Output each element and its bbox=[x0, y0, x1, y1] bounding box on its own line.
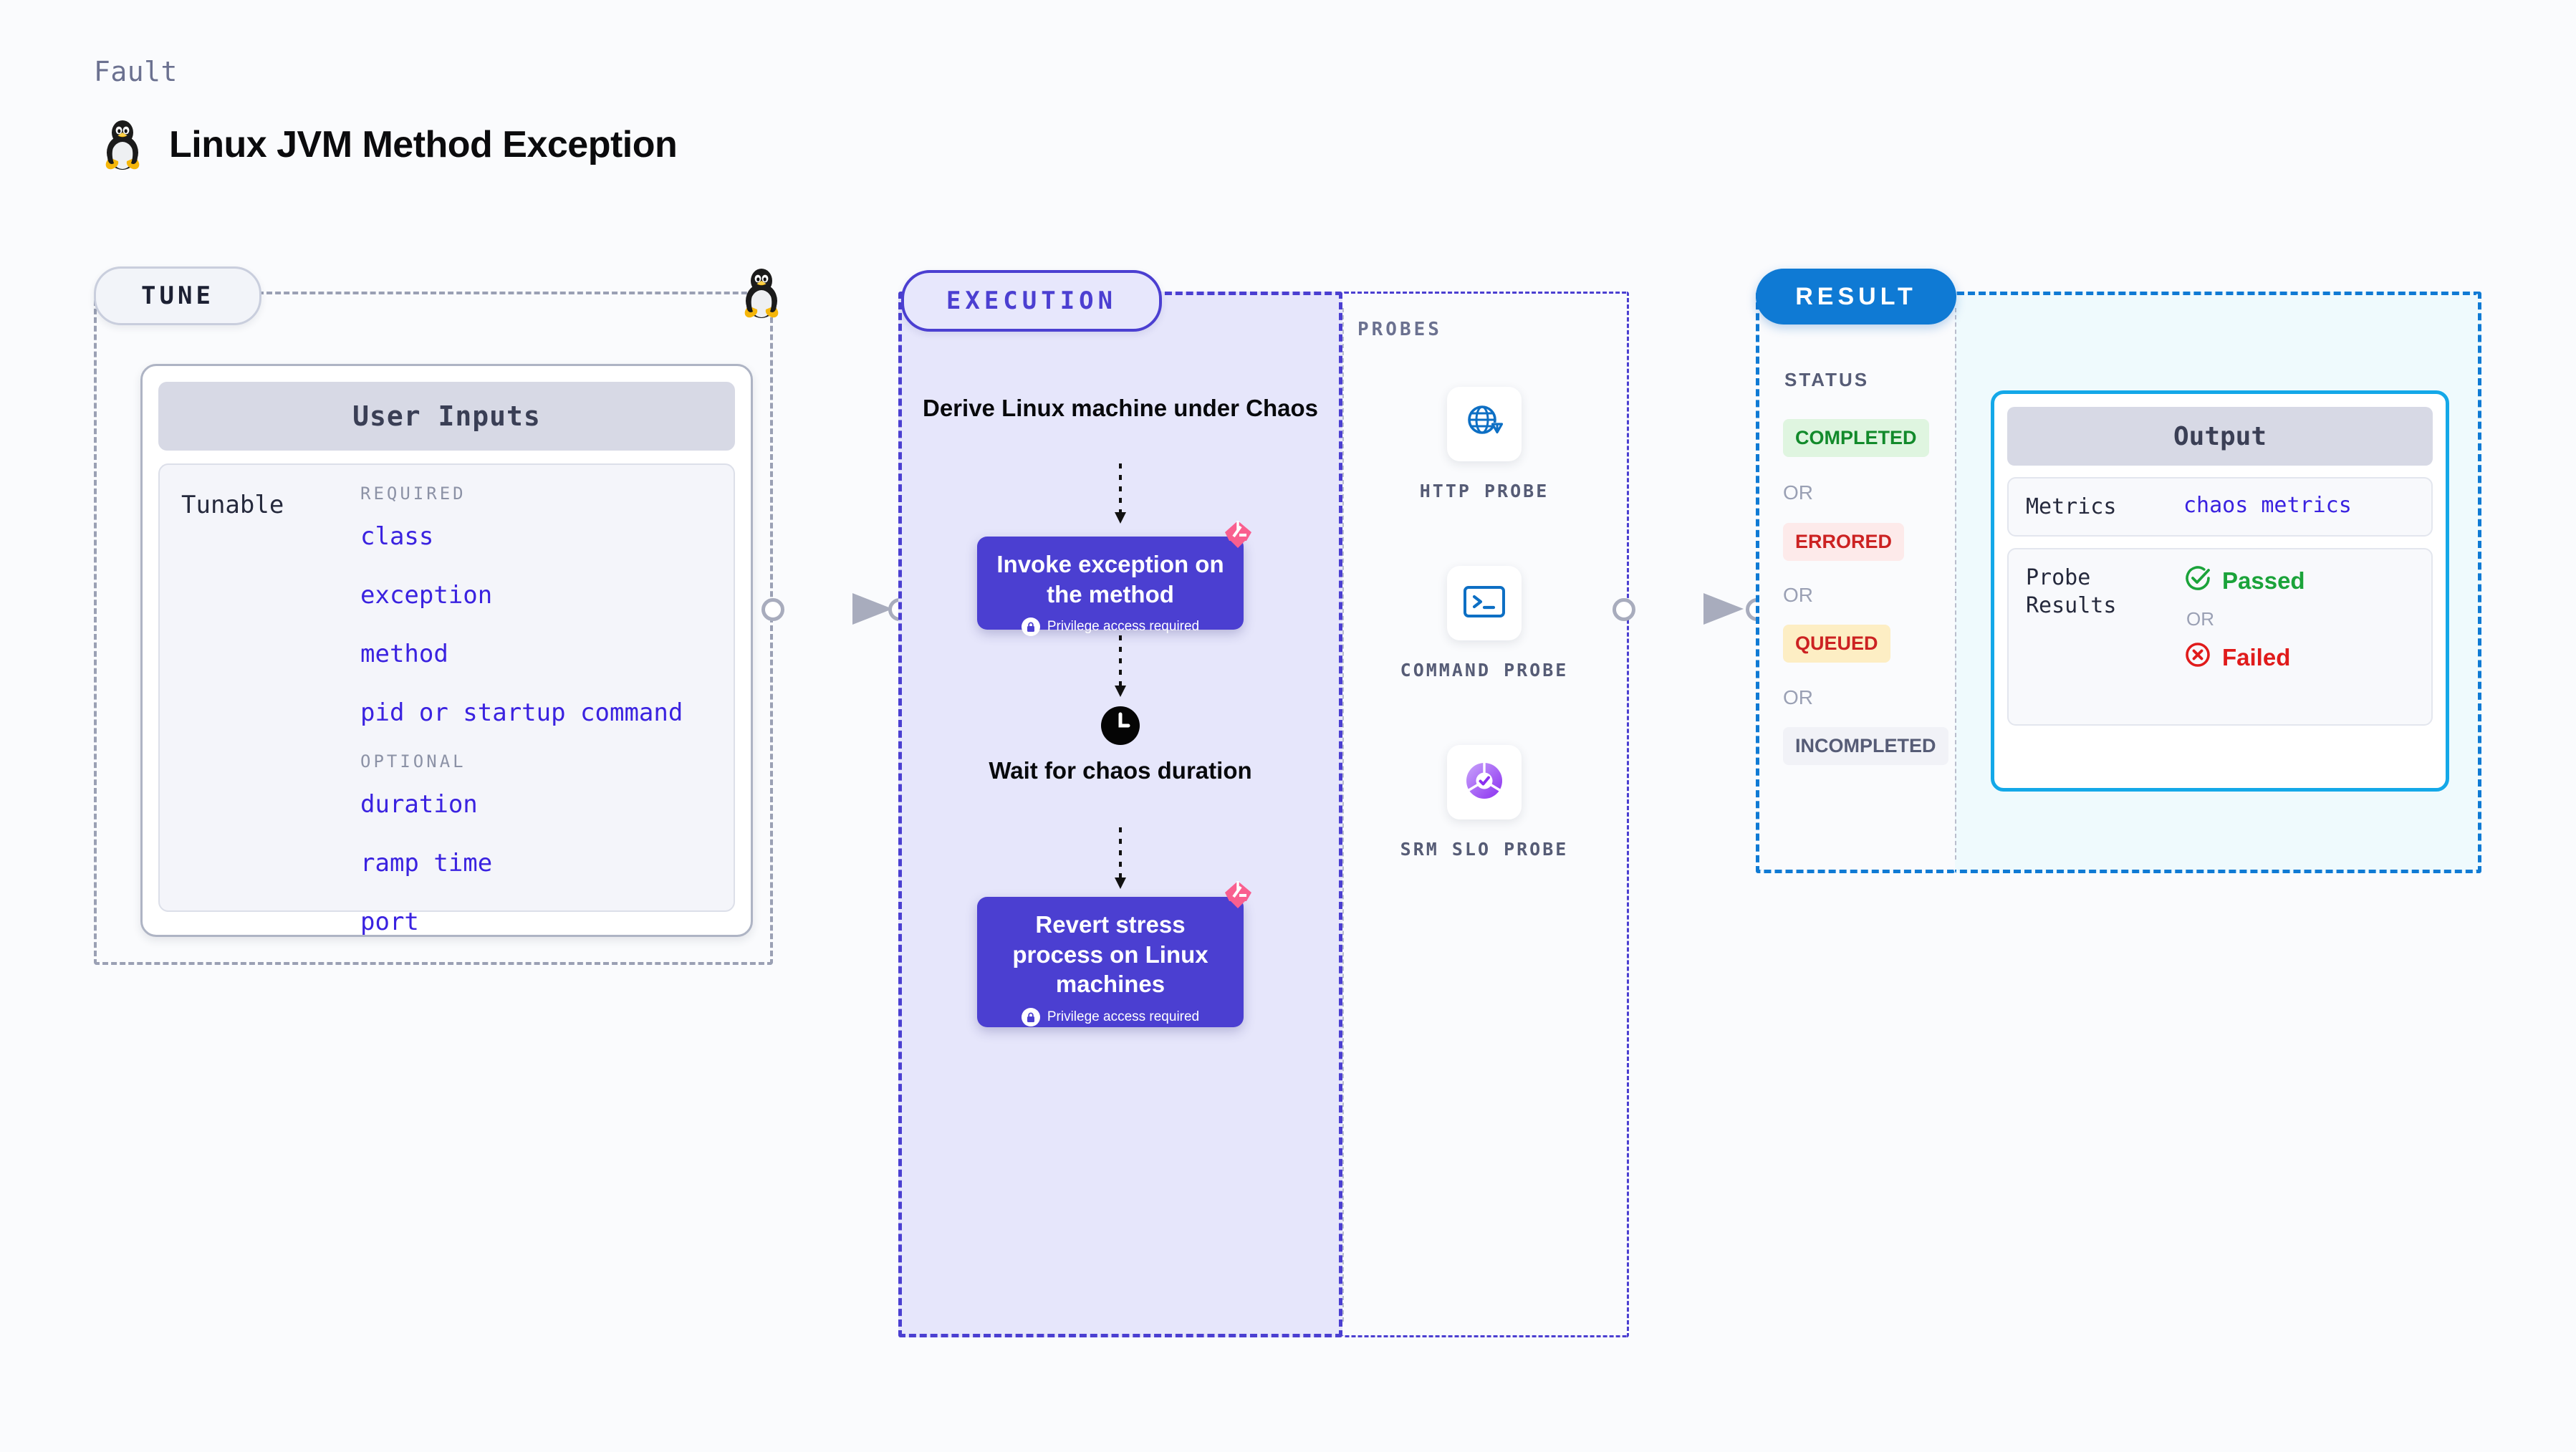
probe-result-passed-label: Passed bbox=[2222, 567, 2305, 594]
probe-card-srm-slo-label: SRM SLO PROBE bbox=[1400, 839, 1569, 860]
tune-pill-label: TUNE bbox=[141, 282, 214, 310]
tunable-body: Tunable REQUIRED class exception method … bbox=[158, 463, 735, 936]
result-divider bbox=[1955, 308, 1956, 860]
status-or-3: OR bbox=[1783, 686, 1813, 708]
probe-card-srm-slo[interactable] bbox=[1447, 745, 1522, 819]
user-inputs-card: User Inputs Tunable REQUIRED class excep… bbox=[140, 364, 753, 937]
result-pill[interactable]: RESULT bbox=[1756, 269, 1956, 324]
probes-caption: PROBES bbox=[1357, 319, 1442, 340]
tunable-item-method[interactable]: method bbox=[360, 640, 448, 668]
output-probe-key: Probe Results bbox=[2026, 565, 2117, 618]
tune-pill[interactable]: TUNE bbox=[94, 266, 261, 325]
flow-step-revert-stress-note: Privilege access required bbox=[1047, 1009, 1200, 1024]
probe-card-command[interactable] bbox=[1447, 566, 1522, 640]
flow-step-revert-stress-label: Revert stress process on Linux machines bbox=[1012, 911, 1208, 998]
result-region bbox=[1756, 292, 1955, 873]
tunable-item-ramp-time[interactable]: ramp time bbox=[360, 849, 493, 878]
connector-execution-to-result bbox=[1618, 587, 1761, 630]
status-badge-queued: QUEUED bbox=[1783, 625, 1890, 663]
tunable-item-port[interactable]: port bbox=[360, 908, 419, 936]
page-title-row: Linux JVM Method Exception bbox=[100, 118, 678, 171]
tune-region bbox=[94, 292, 773, 965]
terminal-icon bbox=[1463, 585, 1506, 622]
litmus-logo-icon bbox=[1219, 516, 1256, 557]
probe-card-command-label: COMMAND PROBE bbox=[1400, 660, 1569, 681]
flow-arrow-3 bbox=[1106, 827, 1135, 897]
flow-step-revert-stress[interactable]: Revert stress process on Linux machines … bbox=[977, 881, 1251, 1027]
litmus-logo-icon bbox=[1219, 877, 1256, 918]
connector-tune-to-execution bbox=[766, 587, 910, 630]
status-badge-incompleted: INCOMPLETED bbox=[1783, 727, 1948, 765]
flow-step-invoke-exception-note-row: Privilege access required bbox=[991, 617, 1229, 637]
status-caption: STATUS bbox=[1784, 369, 1870, 390]
lock-icon bbox=[1021, 1007, 1040, 1027]
status-badge-completed: COMPLETED bbox=[1783, 419, 1929, 457]
status-or-2: OR bbox=[1783, 584, 1813, 606]
srm-slo-donut-check-icon bbox=[1463, 759, 1506, 806]
probes-divider bbox=[1342, 308, 1344, 1322]
page-title: Linux JVM Method Exception bbox=[169, 124, 678, 165]
lock-icon bbox=[1021, 617, 1040, 637]
optional-caption: OPTIONAL bbox=[360, 751, 466, 771]
status-or-1: OR bbox=[1783, 481, 1813, 504]
tunable-item-pid-or-startup-command[interactable]: pid or startup command bbox=[360, 698, 683, 727]
flow-arrow-1 bbox=[1106, 463, 1135, 532]
probe-result-failed-label: Failed bbox=[2222, 644, 2291, 670]
check-circle-icon bbox=[2183, 564, 2212, 598]
execution-flow: Derive Linux machine under Chaos Invoke … bbox=[898, 292, 1342, 1337]
probe-card-http[interactable] bbox=[1447, 387, 1522, 461]
linux-penguin-icon bbox=[100, 118, 145, 171]
output-row-probe-results: Probe Results Passed OR bbox=[2007, 548, 2433, 726]
flow-step-revert-stress-note-row: Privilege access required bbox=[991, 1007, 1229, 1027]
flow-step-invoke-exception-label: Invoke exception on the method bbox=[996, 551, 1224, 607]
output-row-metrics: Metrics chaos metrics bbox=[2007, 477, 2433, 537]
flow-step-wait-label: Wait for chaos duration bbox=[989, 757, 1252, 784]
probe-result-or: OR bbox=[2186, 608, 2214, 630]
output-header: Output bbox=[2007, 407, 2433, 466]
output-card: Output Metrics chaos metrics Probe Resul… bbox=[1991, 390, 2449, 792]
tune-penguin-icon bbox=[739, 266, 784, 319]
flow-step-invoke-exception[interactable]: Invoke exception on the method Privilege… bbox=[977, 521, 1251, 637]
execution-pill-label: EXECUTION bbox=[946, 287, 1118, 315]
output-metrics-value[interactable]: chaos metrics bbox=[2183, 493, 2352, 518]
result-pill-label: RESULT bbox=[1795, 282, 1917, 310]
tunable-row-label: Tunable bbox=[181, 491, 284, 519]
required-caption: REQUIRED bbox=[360, 484, 466, 504]
connector-dot-left-1 bbox=[761, 598, 784, 621]
probe-card-http-label: HTTP PROBE bbox=[1419, 481, 1549, 501]
clock-icon bbox=[1100, 706, 1140, 749]
tunable-item-class[interactable]: class bbox=[360, 522, 434, 551]
flow-step-derive-label: Derive Linux machine under Chaos bbox=[923, 395, 1318, 421]
execution-pill[interactable]: EXECUTION bbox=[901, 270, 1162, 332]
x-circle-icon bbox=[2183, 640, 2212, 675]
tunable-item-duration[interactable]: duration bbox=[360, 790, 478, 819]
status-badge-errored: ERRORED bbox=[1783, 523, 1905, 561]
flow-step-invoke-exception-note: Privilege access required bbox=[1047, 619, 1200, 635]
probe-result-failed: Failed bbox=[2183, 640, 2414, 675]
probe-result-passed: Passed bbox=[2183, 564, 2414, 598]
page-kicker: Fault bbox=[94, 56, 178, 87]
connector-dot-left-2 bbox=[1613, 598, 1635, 621]
globe-warning-icon bbox=[1463, 401, 1506, 448]
flow-arrow-2 bbox=[1106, 635, 1135, 705]
tunable-item-exception[interactable]: exception bbox=[360, 581, 493, 610]
user-inputs-header: User Inputs bbox=[158, 382, 735, 451]
output-metrics-key: Metrics bbox=[2026, 494, 2117, 519]
